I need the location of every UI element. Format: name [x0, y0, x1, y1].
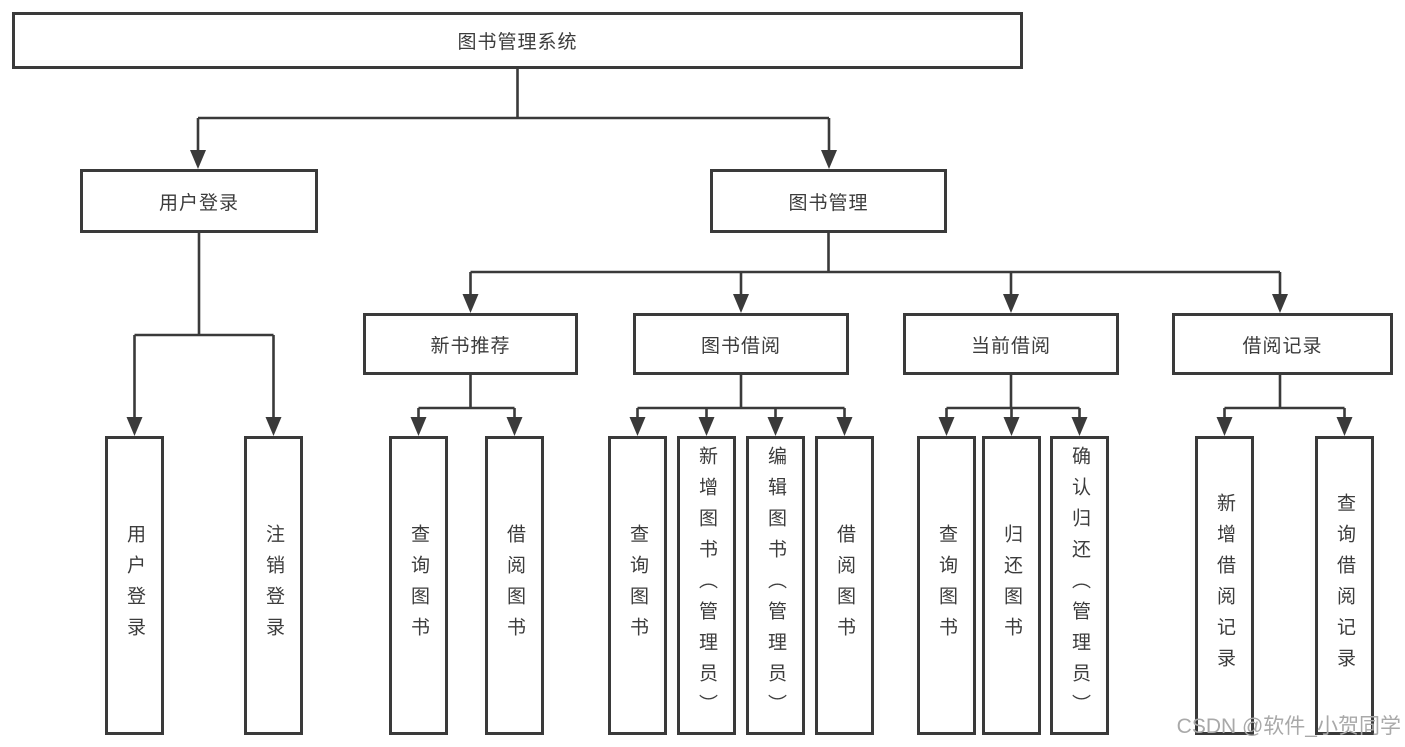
- leaf-query-books-current: 查询图书: [917, 436, 976, 735]
- node-new-book-recommendation: 新书推荐: [363, 313, 578, 375]
- connector-user-login: [133, 232, 275, 419]
- connector-root: [196, 69, 831, 152]
- node-book-management: 图书管理: [710, 169, 947, 233]
- node-label: 图书管理系统: [457, 32, 578, 53]
- node-label: 借阅图书: [834, 523, 855, 648]
- arrowhead: [190, 150, 206, 169]
- arrowhead: [265, 417, 282, 436]
- connector-borrowing-records: [1223, 375, 1346, 420]
- arrowhead: [836, 417, 853, 436]
- leaf-add-books-admin: 新增图书（管理员）: [677, 436, 736, 735]
- arrowhead: [629, 417, 646, 436]
- node-book-borrowing: 图书借阅: [633, 313, 849, 375]
- node-label: 用户登录: [158, 192, 239, 214]
- node-label: 查询图书: [936, 523, 957, 648]
- arrowhead: [506, 417, 523, 436]
- arrowhead: [462, 294, 479, 313]
- node-label: 图书管理: [788, 192, 869, 214]
- leaf-query-borrow-record: 查询借阅记录: [1315, 436, 1374, 735]
- node-label: 借阅图书: [504, 523, 525, 648]
- node-label: 新增借阅记录: [1214, 492, 1235, 679]
- leaf-query-books-recommend: 查询图书: [389, 436, 448, 735]
- node-label: 编辑图书（管理员）: [765, 446, 786, 725]
- node-label: 新书推荐: [430, 335, 511, 357]
- leaf-user-login: 用户登录: [105, 436, 164, 735]
- arrowheads: [126, 150, 1353, 436]
- leaf-return-books: 归还图书: [982, 436, 1041, 735]
- node-label: 用户登录: [124, 523, 145, 648]
- arrowhead: [1003, 294, 1019, 313]
- connector-book-borrowing: [636, 375, 846, 420]
- node-label: 注销登录: [263, 523, 284, 648]
- connector-book-management: [469, 232, 1282, 296]
- arrowhead: [1336, 417, 1353, 436]
- leaf-borrow-books-borrowing: 借阅图书: [815, 436, 874, 735]
- node-current-borrowing: 当前借阅: [903, 313, 1119, 375]
- arrowhead: [938, 417, 955, 436]
- arrowhead: [126, 417, 143, 436]
- arrowhead: [733, 294, 749, 313]
- node-borrowing-records: 借阅记录: [1172, 313, 1393, 375]
- node-label: 当前借阅: [970, 335, 1051, 357]
- arrowhead: [767, 417, 784, 436]
- node-label: 新增图书（管理员）: [696, 446, 717, 725]
- leaf-borrow-books-recommend: 借阅图书: [485, 436, 544, 735]
- arrowhead: [1003, 417, 1020, 436]
- arrowhead: [698, 417, 715, 436]
- node-label: 查询图书: [408, 523, 429, 648]
- node-label: 归还图书: [1001, 523, 1022, 648]
- node-label: 借阅记录: [1242, 335, 1323, 357]
- arrowhead: [410, 417, 427, 436]
- watermark: CSDN @软件_小贺同学: [1176, 715, 1401, 738]
- arrowhead: [1071, 417, 1088, 436]
- arrowhead: [821, 150, 837, 169]
- leaf-add-borrow-record: 新增借阅记录: [1195, 436, 1254, 735]
- leaf-edit-books-admin: 编辑图书（管理员）: [746, 436, 805, 735]
- leaf-logout: 注销登录: [244, 436, 303, 735]
- node-library-management-system: 图书管理系统: [12, 12, 1023, 69]
- node-label: 查询图书: [627, 523, 648, 648]
- connector-new-book-recommendation: [417, 375, 516, 420]
- node-label: 确认归还（管理员）: [1069, 446, 1090, 725]
- arrowhead: [1272, 294, 1288, 313]
- leaf-query-books-borrowing: 查询图书: [608, 436, 667, 735]
- node-label: 图书借阅: [700, 335, 781, 357]
- leaf-confirm-return-admin: 确认归还（管理员）: [1050, 436, 1109, 735]
- connector-current-borrowing: [945, 375, 1081, 420]
- node-user-login: 用户登录: [80, 169, 318, 233]
- node-label: 查询借阅记录: [1334, 492, 1355, 679]
- arrowhead: [1216, 417, 1233, 436]
